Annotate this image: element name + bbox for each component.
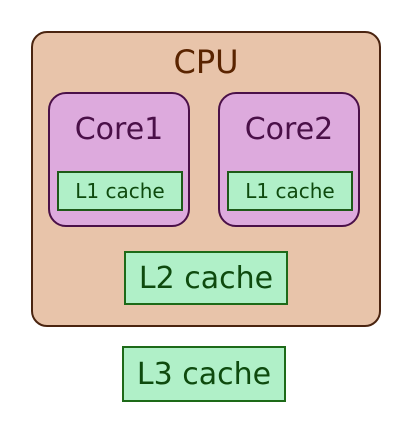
core1-l1-cache-box: L1 cache	[57, 171, 183, 211]
l2-cache-box: L2 cache	[124, 251, 288, 305]
core1-box: Core1 L1 cache	[48, 92, 190, 227]
cpu-label: CPU	[173, 43, 239, 81]
l3-cache-box: L3 cache	[122, 346, 286, 402]
core2-l1-cache-box: L1 cache	[227, 171, 353, 211]
cpu-box: CPU Core1 L1 cache Core2 L1 cache L2 cac…	[31, 31, 381, 327]
core2-box: Core2 L1 cache	[218, 92, 360, 227]
core2-label: Core2	[244, 112, 334, 147]
core1-label: Core1	[74, 112, 164, 147]
